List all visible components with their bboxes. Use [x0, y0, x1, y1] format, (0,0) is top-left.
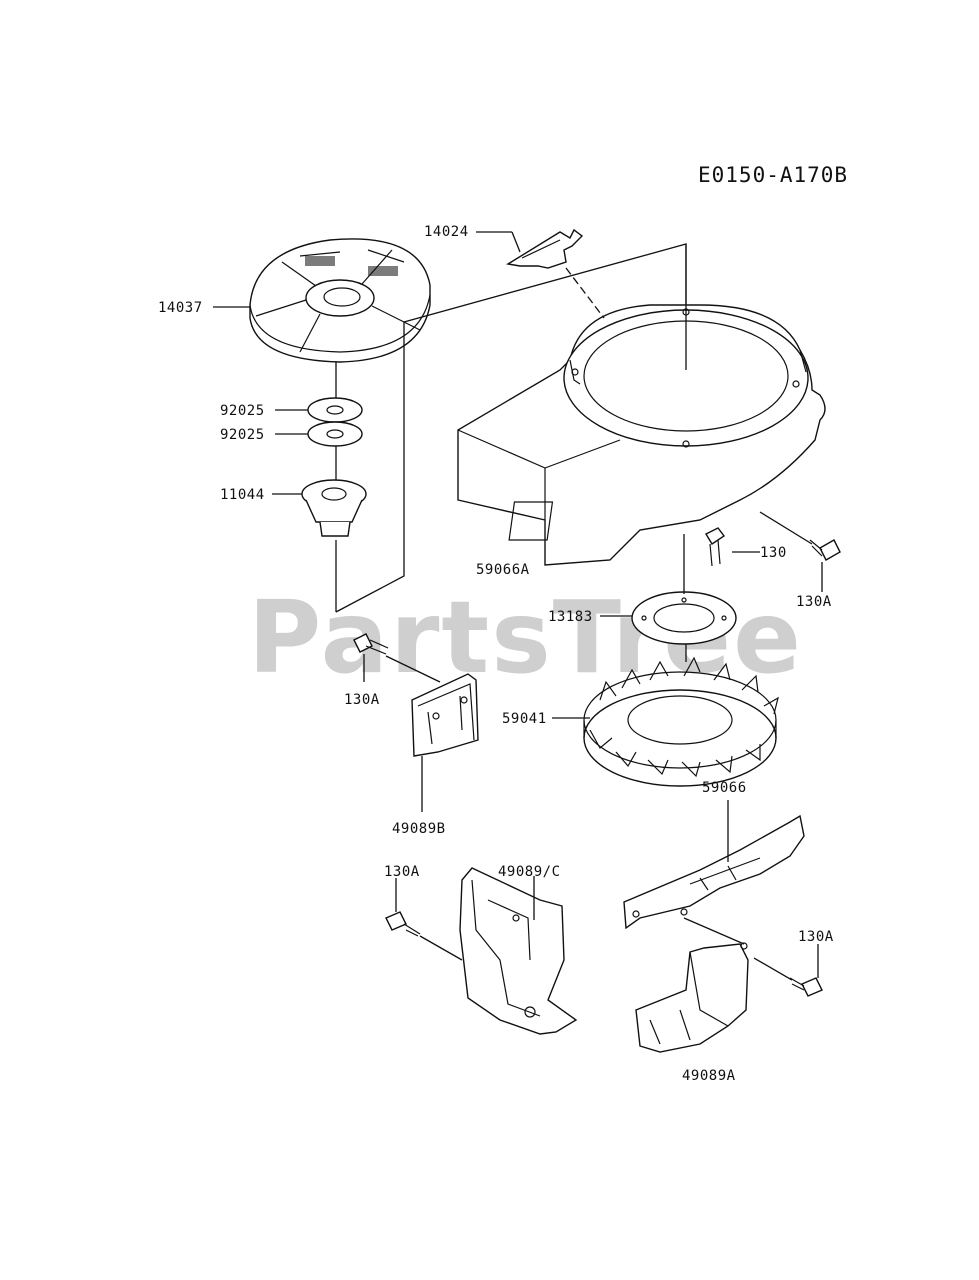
part-130-bolt[interactable]: [705, 527, 726, 567]
part-130A-bolt-bottom[interactable]: [385, 911, 421, 937]
part-14037-screen[interactable]: [249, 238, 431, 363]
part-130A-bolt-bottom-right[interactable]: [789, 977, 823, 997]
part-13183-plate[interactable]: [631, 591, 737, 645]
part-59066-deflector[interactable]: [623, 814, 805, 930]
part-49089B-bracket[interactable]: [411, 673, 479, 757]
part-59041-flywheel[interactable]: [583, 656, 779, 787]
leader-lines: [213, 231, 823, 981]
callout-labels: 14037 14024 92025 92025 11044 59066A 130…: [158, 224, 834, 1084]
part-49089A-cover[interactable]: [635, 942, 749, 1053]
part-49089C-cover[interactable]: [459, 867, 578, 1035]
callout-59066A[interactable]: 59066A: [476, 562, 530, 578]
callout-130A-bottom[interactable]: 130A: [384, 864, 420, 880]
callout-59066[interactable]: 59066: [702, 780, 747, 796]
diagram-code: E0150-A170B: [698, 163, 848, 187]
part-130A-bolt-right[interactable]: [809, 539, 841, 561]
callout-130A-right[interactable]: 130A: [796, 594, 832, 610]
part-14024-bracket[interactable]: [506, 228, 584, 269]
callout-92025-upper[interactable]: 92025: [220, 403, 265, 419]
callout-11044[interactable]: 11044: [220, 487, 265, 503]
callout-130A-bottom-right[interactable]: 130A: [798, 929, 834, 945]
part-130A-bolt-left[interactable]: [353, 633, 389, 655]
callout-92025-lower[interactable]: 92025: [220, 427, 265, 443]
callout-13183[interactable]: 13183: [548, 609, 593, 625]
part-92025-spacer-lower[interactable]: [307, 421, 363, 447]
callout-49089C[interactable]: 49089/C: [498, 864, 561, 880]
callout-14024[interactable]: 14024: [424, 224, 469, 240]
callout-130[interactable]: 130: [760, 545, 787, 561]
part-92025-spacer-upper[interactable]: [307, 397, 363, 423]
part-59066A-housing[interactable]: [457, 304, 826, 566]
callout-49089B[interactable]: 49089B: [392, 821, 446, 837]
callout-14037[interactable]: 14037: [158, 300, 203, 316]
callout-59041[interactable]: 59041: [502, 711, 547, 727]
part-11044-hub[interactable]: [301, 479, 367, 537]
callout-49089A[interactable]: 49089A: [682, 1068, 736, 1084]
callout-130A-left[interactable]: 130A: [344, 692, 380, 708]
